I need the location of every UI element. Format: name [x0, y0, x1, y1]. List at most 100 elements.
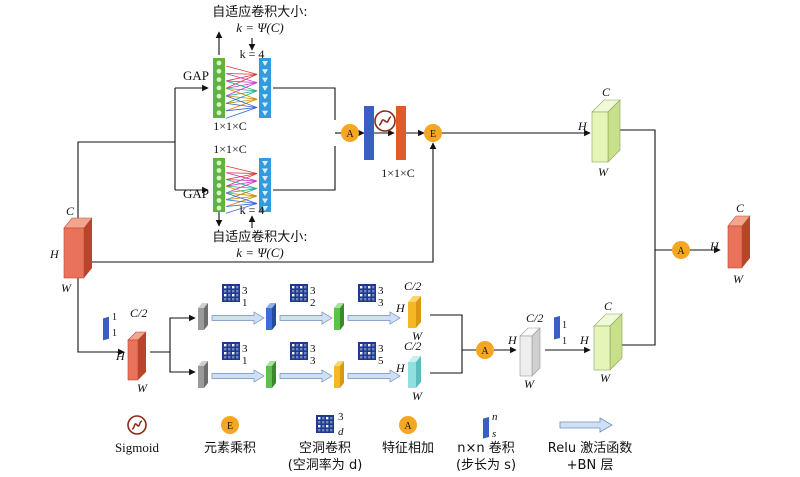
kernel-cell [296, 294, 299, 297]
relu-bn-arrow [279, 311, 333, 325]
kernel-cell [322, 425, 325, 428]
kernel-cell [304, 344, 307, 347]
kernel-n-label: 3 [310, 343, 316, 355]
kernel-arrow [225, 73, 258, 89]
fusion-block: A 1×1×C E [341, 106, 442, 180]
top-adaptive-label: 自适应卷积大小: [212, 4, 307, 20]
gap-cell [216, 175, 222, 181]
kernel-cell [364, 352, 367, 355]
conv-cell [262, 102, 268, 108]
kernel-cell [300, 298, 303, 301]
kernel-cell [296, 344, 299, 347]
bottom-kernel-arrows [225, 165, 258, 214]
kernel-cell [300, 352, 303, 355]
kernel-cell [360, 294, 363, 297]
kernel-cell [224, 356, 227, 359]
final-c-label: C [736, 201, 745, 215]
dilated-kernel-icon [316, 415, 334, 433]
legend-dilated-n: 3 [338, 411, 344, 423]
kernel-cell [364, 294, 367, 297]
conv-cell [262, 183, 268, 189]
kernel-cell [300, 286, 303, 289]
kernel-cell [228, 298, 231, 301]
dilated-kernel-icon [222, 342, 240, 360]
kernel-cell [304, 352, 307, 355]
row2-output-cube: C/2 H W [395, 339, 423, 403]
final-add-symbol: A [677, 246, 685, 257]
kernel-arrow [225, 179, 258, 189]
legend-dilated-d: d [338, 426, 344, 438]
kernel-arrow [225, 65, 258, 75]
legend-conv-line2: (步长为 s) [456, 458, 516, 473]
kernel-cell [224, 348, 227, 351]
kernel-arrow [225, 95, 258, 100]
feature-slab [266, 361, 276, 366]
kernel-cell [330, 421, 333, 424]
input-c-label: C [66, 204, 75, 218]
kernel-cell [304, 356, 307, 359]
feature-slab-side [204, 361, 208, 388]
kernel-cell [360, 348, 363, 351]
residual-to-mult-line [92, 142, 437, 263]
input-cube: C H W [49, 204, 93, 295]
legend-conv: n s n×n 卷积 (步长为 s) [456, 411, 516, 473]
reduced-w-label: W [137, 381, 148, 395]
kernel-cell [236, 290, 239, 293]
feature-slab-front [198, 366, 204, 388]
feature-slab [198, 361, 208, 366]
kernel-cell [228, 286, 231, 289]
kernel-cell [236, 294, 239, 297]
kernel-cell [368, 286, 371, 289]
kernel-cell [372, 352, 375, 355]
sum-add-node: A [476, 341, 494, 359]
feature-slab-side [340, 361, 344, 388]
kernel-cell [360, 286, 363, 289]
kernel-cell [304, 298, 307, 301]
legend-dilated-line1: 空洞卷积 [299, 440, 351, 456]
fusion-add-node [341, 124, 359, 142]
kernel-cell [322, 417, 325, 420]
row2-to-sum-line [430, 350, 463, 374]
kernel-cell [228, 294, 231, 297]
kernel-cell [292, 348, 295, 351]
row1-to-sum-line [430, 314, 476, 351]
kernel-cell [368, 352, 371, 355]
feature-slab-front [334, 308, 340, 330]
kernel-cell [300, 348, 303, 351]
row2-w-label: W [412, 389, 423, 403]
kernel-cell [368, 294, 371, 297]
kernel-bg [316, 415, 334, 433]
feature-slab [198, 303, 208, 308]
reduced-h-label: H [115, 349, 126, 363]
sigmoid-icon [374, 110, 396, 132]
kernel-cell [360, 356, 363, 359]
kernel-arrow [225, 80, 258, 92]
kernel-cell [368, 298, 371, 301]
kernel-cell [236, 348, 239, 351]
kernel-arrow [225, 185, 258, 197]
kernel-cell [228, 290, 231, 293]
relu-bn-arrow [211, 369, 265, 383]
kernel-n-label: 3 [242, 343, 248, 355]
input-to-branches-line [77, 141, 175, 228]
multiply-node [424, 124, 442, 142]
conv-cell [262, 69, 268, 75]
kernel-d-label: 3 [378, 297, 384, 309]
kernel-arrow [225, 172, 258, 174]
legend-relu-line2: +BN 层 [567, 458, 614, 473]
legend-add-symbol: A [404, 421, 412, 432]
legend-multiply-label: 元素乘积 [204, 441, 256, 456]
bottom-conv-cells [262, 161, 268, 211]
kernel-cell [360, 298, 363, 301]
kernel-arrow [225, 82, 258, 97]
expand-conv-s: 1 [562, 336, 567, 347]
kernel-cell [322, 429, 325, 432]
feature-slab [334, 303, 344, 308]
relu-bn-arrow [211, 311, 265, 325]
kernel-cell [372, 298, 375, 301]
kernel-cell [368, 348, 371, 351]
kernel-cell [364, 290, 367, 293]
kernel-cell [372, 290, 375, 293]
top-conv-out-line [273, 87, 336, 120]
